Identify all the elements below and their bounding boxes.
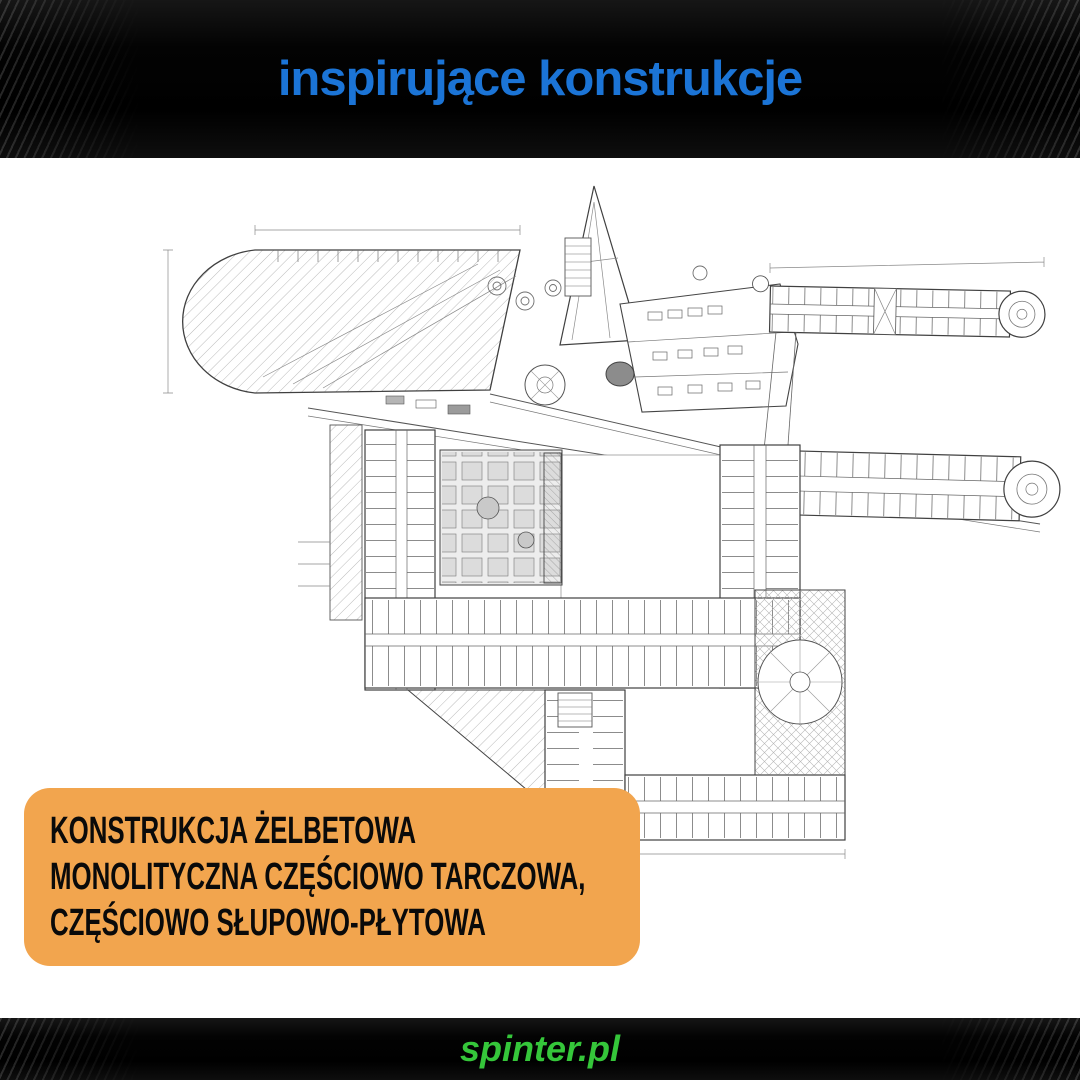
caption-line-2: MONOLITYCZNA CZĘŚCIOWO TARCZOWA, [50, 856, 586, 898]
footer-band: spinter.pl [0, 1018, 1080, 1080]
caption-line-1: KONSTRUKCJA ŻELBETOWA [50, 810, 417, 852]
floor-plan-image [148, 172, 1064, 872]
floor-plan-drawing [163, 185, 1061, 859]
caption-line-3: CZĘŚCIOWO SŁUPOWO-PŁYTOWA [50, 902, 486, 944]
caption-box: KONSTRUKCJA ŻELBETOWA MONOLITYCZNA CZĘŚC… [24, 788, 640, 966]
brand-logo: spinter.pl [459, 1028, 621, 1069]
header-band: inspirujące konstrukcje [0, 0, 1080, 158]
page-title: inspirujące konstrukcje [277, 52, 803, 106]
